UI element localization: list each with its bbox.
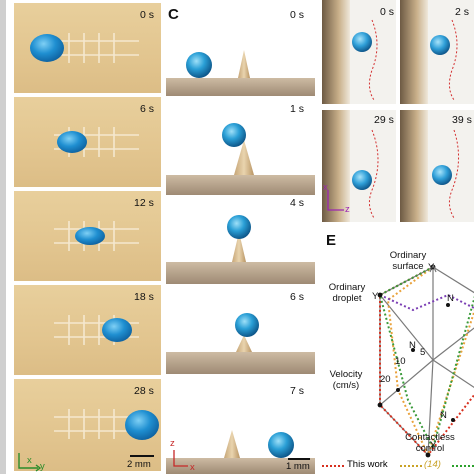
legend-label-2: (14) (424, 459, 441, 470)
panel-b-time-2: 6 s (140, 103, 155, 115)
panel-b-overlay (30, 33, 159, 440)
legend-swatch-1 (322, 465, 346, 467)
panel-d-axis-z: z (345, 204, 350, 215)
panel-b-axes (18, 453, 42, 472)
panel-d-time-1: 0 s (380, 6, 395, 18)
panel-c-axis-z: z (170, 438, 175, 449)
tick-velocity-20: 20 (380, 374, 391, 385)
c-droplet-1 (186, 52, 212, 78)
tick-velocity-10: 10 (395, 356, 406, 367)
tick-top-y: Y (428, 262, 435, 273)
panel-b-scale-bar (130, 455, 154, 457)
panel-d-time-2: 2 s (455, 6, 470, 18)
radar-axis-bottom: Contactless control (405, 432, 455, 454)
radar-axis-left: Ordinary droplet (328, 282, 366, 304)
panel-b-time-1: 0 s (140, 9, 155, 21)
droplet-5 (125, 410, 159, 440)
panel-d-time-4: 39 s (452, 114, 472, 126)
panel-c-frames (166, 50, 315, 474)
panel-b-axis-y: y (40, 461, 45, 472)
tick-left-y: Y (372, 291, 379, 302)
left-strip (0, 0, 6, 474)
tick-bottom-y: Y (430, 440, 437, 451)
radar-axis-velocity: Velocity (cm/s) (329, 369, 363, 391)
panel-b-time-4: 18 s (134, 291, 154, 303)
series-4 (379, 293, 474, 312)
panel-c-time-3: 4 s (290, 197, 305, 209)
panel-c-scale-text: 1 mm (286, 461, 310, 472)
panel-c-time-4: 6 s (290, 291, 305, 303)
c-droplet-3 (227, 215, 251, 239)
panel-b-time-5: 28 s (134, 385, 154, 397)
radar-axis-top: Ordinary surface (389, 250, 427, 272)
c-droplet-5 (268, 432, 294, 458)
panel-d-axis-x: x (323, 182, 328, 193)
droplet-1 (30, 34, 64, 62)
radar-chart (377, 263, 474, 458)
panel-b-scale-text: 2 mm (127, 459, 151, 470)
panel-c-time-2: 1 s (290, 103, 305, 115)
series-3 (378, 266, 474, 451)
panel-c-time-1: 0 s (290, 9, 305, 21)
panel-e-letter: E (326, 232, 337, 249)
panel-b-frame-4 (14, 285, 161, 375)
tick-left-n: N (409, 340, 416, 351)
panel-d-frames (322, 0, 474, 222)
panel-d-time-3: 29 s (374, 114, 394, 126)
legend-swatch-3 (452, 465, 474, 467)
panel-b-frame-2 (14, 97, 161, 187)
droplet-4 (102, 318, 132, 342)
panel-c-scale-bar (288, 458, 310, 460)
panel-b-time-3: 12 s (134, 197, 154, 209)
tick-velocity-5: 5 (420, 347, 426, 358)
panel-c-axis-x: x (190, 462, 195, 473)
panel-c-letter: C (168, 6, 179, 23)
c-droplet-2 (222, 123, 246, 147)
legend-label-1: This work (347, 459, 388, 470)
tick-top-n: N (447, 293, 454, 304)
tick-bottom-n: N (440, 410, 447, 421)
droplet-3 (75, 227, 105, 245)
c-droplet-4 (235, 313, 259, 337)
droplet-2 (57, 131, 87, 153)
panel-c-time-5: 7 s (290, 385, 305, 397)
panel-b-axis-x: x (27, 455, 32, 466)
legend-swatch-2 (400, 465, 422, 467)
